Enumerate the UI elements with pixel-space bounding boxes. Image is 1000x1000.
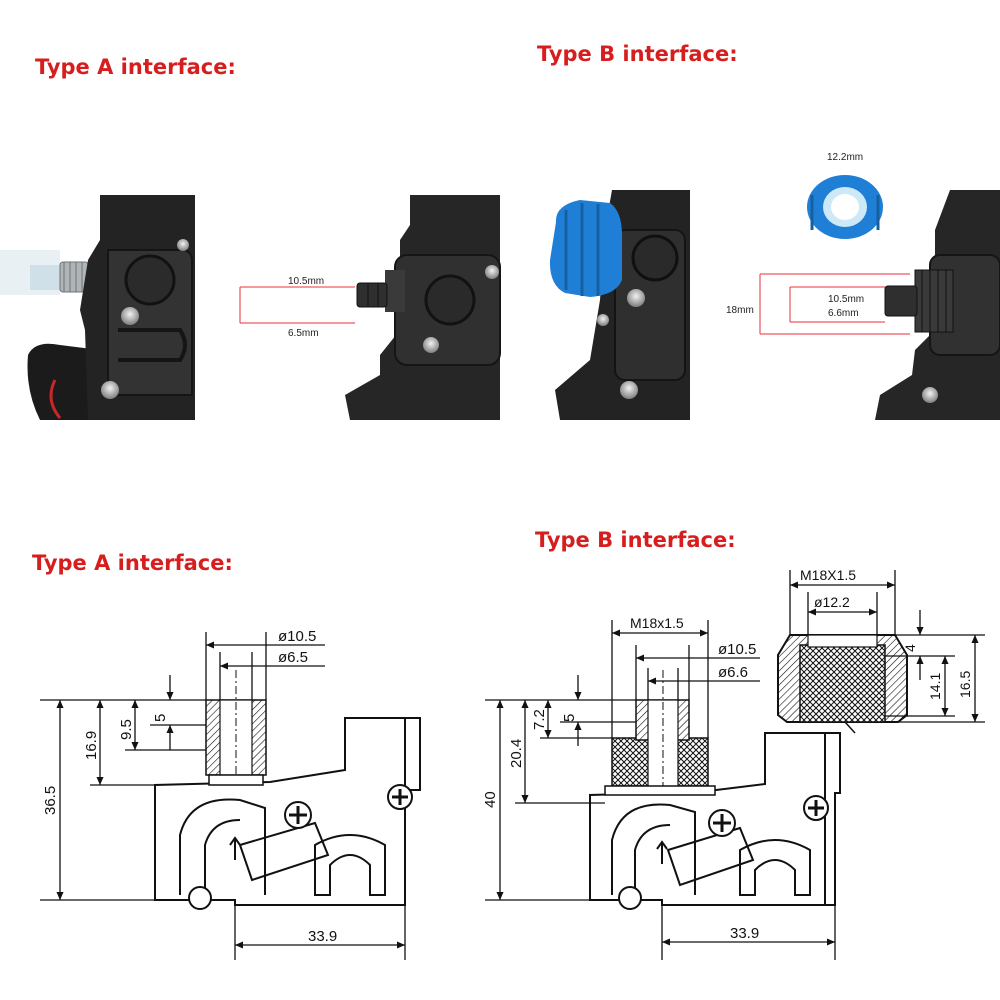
screw-icon (485, 265, 499, 279)
dim-a-inner-diameter: ø6.5 (278, 649, 308, 666)
screw-icon (423, 337, 439, 353)
drawing-type-a (40, 632, 421, 960)
screw-icon (627, 289, 645, 307)
type-b-header-top: Type B interface: (537, 42, 738, 66)
label-outer-diameter-b: 10.5mm (828, 294, 864, 305)
type-a-header-bottom: Type A interface: (32, 551, 233, 575)
blue-nut-mounted (549, 200, 623, 297)
label-outer-diameter: 10.5mm (288, 276, 324, 287)
screw-icon (597, 314, 609, 326)
dim-nut-inner-diameter: ø12.2 (814, 594, 850, 610)
threaded-nozzle-b (884, 269, 954, 333)
type-a-header-top: Type A interface: (35, 55, 236, 79)
dim-a-width: 33.9 (308, 928, 337, 945)
blue-nut-loose: 12.2mm (807, 152, 883, 239)
dim-a-total-height: 36.5 (42, 786, 59, 815)
dim-a-outer-diameter: ø10.5 (278, 628, 316, 645)
screw-icon (922, 387, 938, 403)
dim-a-barb-height: 9.5 (118, 719, 135, 740)
dim-b-total-height: 40 (482, 791, 499, 808)
dim-b-inner-diameter: ø6.6 (718, 664, 748, 681)
label-inner-diameter: 6.5mm (288, 328, 319, 339)
screw-icon (618, 886, 642, 910)
photo-type-b-nozzle: 18mm 10.5mm 6.6mm (726, 190, 1000, 420)
dim-nut-thread: M18X1.5 (800, 567, 856, 583)
photo-type-a-with-hose (0, 195, 195, 420)
dim-b-width: 33.9 (730, 925, 759, 942)
dim-b-outer-diameter: ø10.5 (718, 641, 756, 658)
dim-b-tip-height: 5 (561, 714, 578, 722)
drawing-type-b (485, 620, 841, 960)
dim-b-barb-height: 7.2 (531, 709, 548, 730)
type-b-header-bottom: Type B interface: (535, 528, 736, 552)
red-wire (49, 379, 62, 419)
label-nut-diameter: 12.2mm (827, 152, 863, 163)
barb-nozzle-a (356, 282, 388, 308)
screw-icon (177, 239, 189, 251)
dim-nut-top-height: 4 (902, 644, 918, 652)
screw-icon (188, 886, 212, 910)
dim-nut-thread-height: 14.1 (927, 673, 943, 700)
photo-type-a-nozzle: 10.5mm 6.5mm (239, 195, 501, 420)
label-thread-diameter: 18mm (726, 305, 754, 316)
screw-icon (101, 381, 119, 399)
drawing-nut (777, 570, 985, 734)
pump-motor (27, 343, 100, 420)
label-inner-diameter-b: 6.6mm (828, 308, 859, 319)
screw-icon (620, 381, 638, 399)
dim-b-nozzle-height: 20.4 (508, 739, 525, 768)
photo-type-b-with-nut (549, 190, 690, 420)
dim-a-nozzle-height: 16.9 (83, 731, 100, 760)
dim-nut-total-height: 16.5 (957, 671, 973, 698)
dim-b-thread: M18x1.5 (630, 615, 684, 631)
screw-icon (121, 307, 139, 325)
dim-a-tip-height: 5 (152, 714, 169, 722)
